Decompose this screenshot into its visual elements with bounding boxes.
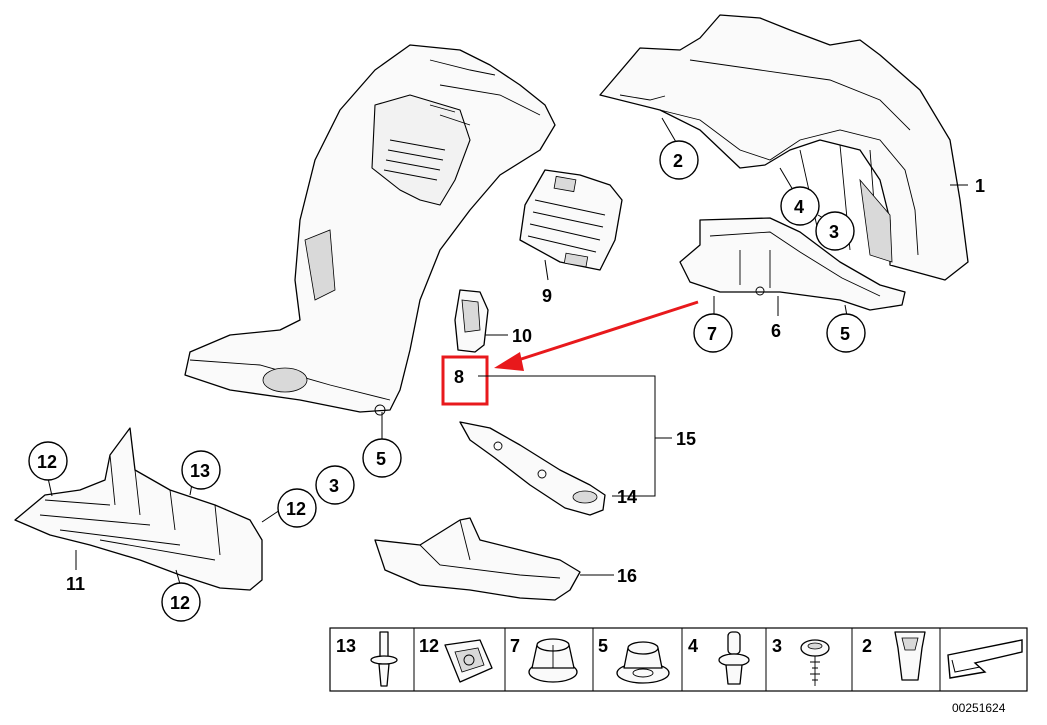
callout-16: 16 [617,566,637,586]
callout-circle-5a [826,313,866,353]
callout-circle-13 [181,450,221,490]
clip-nut-icon [444,639,493,683]
callout-3b: 3 [329,476,339,496]
legend-label-7: 7 [510,636,520,656]
legend-label-13: 13 [336,636,356,656]
callout-15: 15 [676,429,696,449]
legend-label-5: 5 [598,636,608,656]
highlight-annotation [441,300,699,406]
highlight-arrow-head [494,352,524,371]
grille-insert-part-9 [519,169,623,271]
callout-8: 8 [454,367,464,387]
diagram-number: 00251624 [952,701,1006,715]
legend-label-4: 4 [688,636,698,656]
callout-1: 1 [975,176,985,196]
screw-icon [800,639,830,686]
push-rivet-icon [370,631,398,687]
callout-circle-3a [815,211,855,251]
callout-12c: 12 [170,593,190,613]
callout-12b: 12 [286,499,306,519]
bracket-part-10 [454,289,489,353]
hex-nut-large-icon [528,638,578,683]
lower-cover-part-16 [374,517,581,601]
wheel-arch-liner-part-1 [599,14,969,281]
callout-4: 4 [794,197,804,217]
callout-circle-12c [161,582,201,622]
arch-cover-part-6 [679,217,906,311]
legend-label-3: 3 [772,636,782,656]
callout-3a: 3 [829,222,839,242]
expanding-nut-icon [894,631,926,681]
callout-12a: 12 [37,452,57,472]
callout-circle-4 [780,186,820,226]
callout-circle-5b [362,438,402,478]
strut-bracket-part-14 [459,421,606,516]
flange-nut-icon [616,641,670,684]
legend-label-12: 12 [419,636,439,656]
callout-circle-2 [659,140,699,180]
callout-labels: 1 2 4 3 7 6 5 10 8 9 5 15 14 16 12 13 3 … [28,140,985,622]
callout-5b: 5 [376,449,386,469]
callout-7: 7 [707,324,717,344]
fastener-legend: 13 12 7 5 4 3 2 [329,627,1028,692]
highlight-arrow-shaft [511,300,699,364]
callout-2: 2 [673,151,683,171]
callout-circle-12b [277,488,317,528]
callout-11: 11 [66,574,85,594]
callout-circle-12a [28,441,68,481]
callout-5a: 5 [840,324,850,344]
legend-label-2: 2 [862,636,872,656]
wheel-housing-front [184,44,556,416]
underbody-panel-part-11 [14,427,263,591]
highlight-box-part-8 [441,355,489,406]
orientation-arrow-icon [947,639,1023,679]
callout-14: 14 [617,487,637,507]
callout-13: 13 [190,461,210,481]
callout-6: 6 [771,321,781,341]
callout-circle-3b [315,465,355,505]
expansion-rivet-icon [718,631,750,685]
callout-10: 10 [512,326,532,346]
callout-circle-7 [693,313,733,353]
callout-9: 9 [542,286,552,306]
